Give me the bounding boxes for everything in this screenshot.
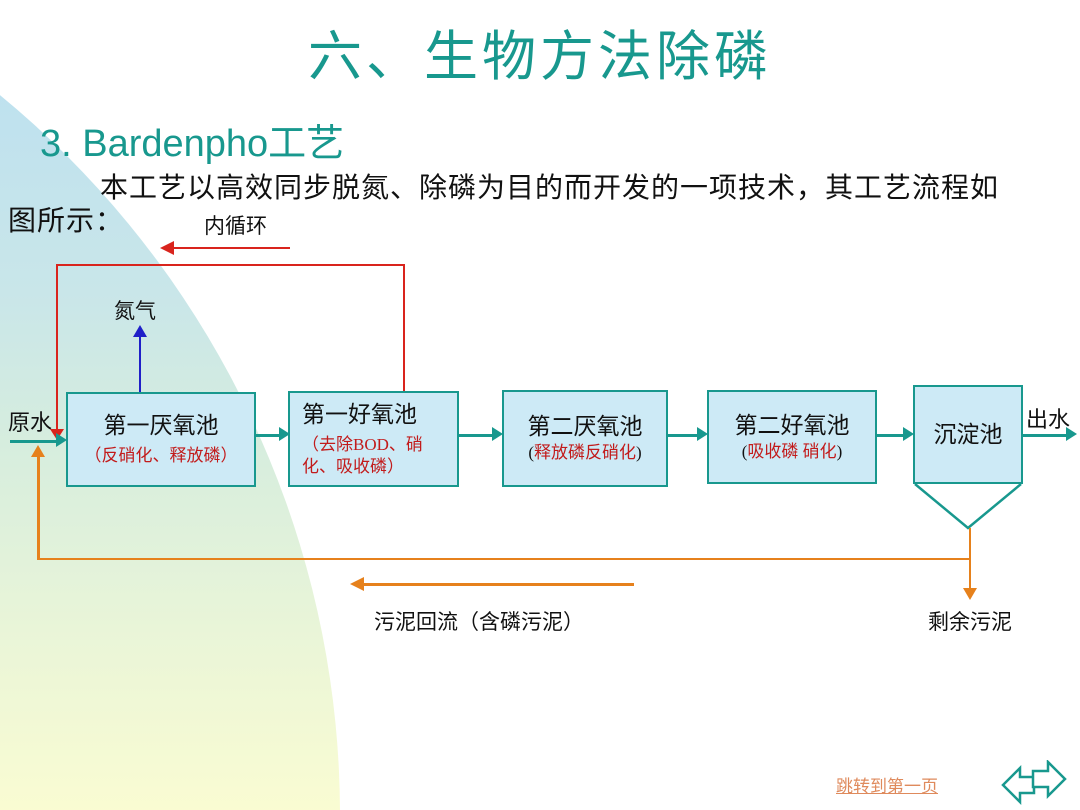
sludge-return-up-line [37, 457, 40, 560]
slide-title: 六、生物方法除磷 [308, 27, 772, 87]
jump-to-first-page-link[interactable]: 跳转到第一页 [836, 777, 938, 796]
inner-loop-arrowhead [160, 241, 174, 255]
body-text-line1: 本工艺以高效同步脱氮、除磷为目的而开发的一项技术，其工艺流程如 [100, 173, 1000, 204]
sludge-return-label: 污泥回流（含磷污泥） [374, 610, 584, 634]
nitrogen-arrow-line [139, 337, 141, 393]
excess-sludge-label: 剩余污泥 [928, 610, 1012, 634]
settling-funnel [914, 484, 1022, 530]
tank-box-first-anaerobic: 第一厌氧池 （反硝化、释放磷） [66, 392, 256, 487]
effluent-arrowhead [1066, 427, 1077, 441]
close-paren: ) [836, 441, 843, 461]
connector-arrowhead-3 [697, 427, 708, 441]
subtitle-text: 释放磷反硝化 [534, 443, 636, 462]
connector-arrowhead-2 [492, 427, 503, 441]
inflow-arrowhead [56, 433, 67, 447]
excess-sludge-arrowhead [963, 588, 977, 600]
tank-title: 第一厌氧池 [103, 413, 219, 438]
next-page-icon[interactable] [1031, 760, 1067, 800]
tank-title: 第二好氧池 [734, 412, 850, 438]
sludge-return-arrow-line [364, 583, 634, 586]
raw-water-label: 原水 [8, 410, 53, 435]
tank-box-second-aerobic: 第二好氧池 (吸收磷 硝化) [707, 390, 877, 484]
connector-line-2 [459, 434, 492, 437]
connector-line-1 [256, 434, 279, 437]
close-paren: ) [636, 443, 642, 462]
body-text-line2: 图所示： [8, 206, 125, 237]
tank-title: 第二厌氧池 [527, 414, 643, 439]
inner-loop-arrow-line [174, 247, 290, 249]
sludge-return-bottom-line [38, 558, 971, 560]
open-paren: ( [528, 443, 534, 462]
tank-subtitle: (吸收磷 硝化) [742, 441, 843, 463]
tank-subtitle: （反硝化、释放磷） [84, 446, 238, 465]
recycle-line-top [57, 264, 404, 266]
tank-title: 沉淀池 [933, 422, 1003, 447]
tank-title: 第一好氧池 [302, 402, 417, 427]
nitrogen-arrowhead [133, 325, 147, 337]
tank-box-first-aerobic: 第一好氧池 （去除BOD、硝化、吸收磷） [288, 391, 459, 487]
excess-sludge-line [969, 528, 971, 589]
tank-box-second-anaerobic: 第二厌氧池 (释放磷反硝化) [502, 390, 668, 487]
tank-subtitle: (释放磷反硝化) [528, 442, 641, 464]
connector-arrowhead-4 [903, 427, 914, 441]
previous-page-icon[interactable] [1001, 764, 1036, 806]
nitrogen-label: 氮气 [114, 299, 156, 323]
sludge-return-up-arrowhead [31, 445, 45, 457]
connector-arrowhead-1 [279, 427, 290, 441]
open-paren: ( [741, 441, 748, 461]
slide-subtitle: 3. Bardenpho工艺 [40, 123, 345, 165]
recycle-line-left [56, 264, 58, 430]
inner-loop-label: 内循环 [204, 214, 267, 238]
inflow-line [10, 440, 56, 443]
effluent-line [1023, 434, 1066, 437]
subtitle-text: 吸收磷 硝化 [747, 441, 837, 461]
connector-line-3 [668, 434, 697, 437]
connector-line-4 [877, 434, 903, 437]
page-nav-arrows[interactable] [1000, 760, 1068, 808]
tank-box-settling: 沉淀池 [913, 385, 1023, 484]
sludge-return-arrowhead [350, 577, 364, 591]
effluent-label: 出水 [1026, 407, 1071, 432]
tank-subtitle: （去除BOD、硝化、吸收磷） [302, 435, 423, 476]
recycle-line-right [403, 264, 405, 391]
